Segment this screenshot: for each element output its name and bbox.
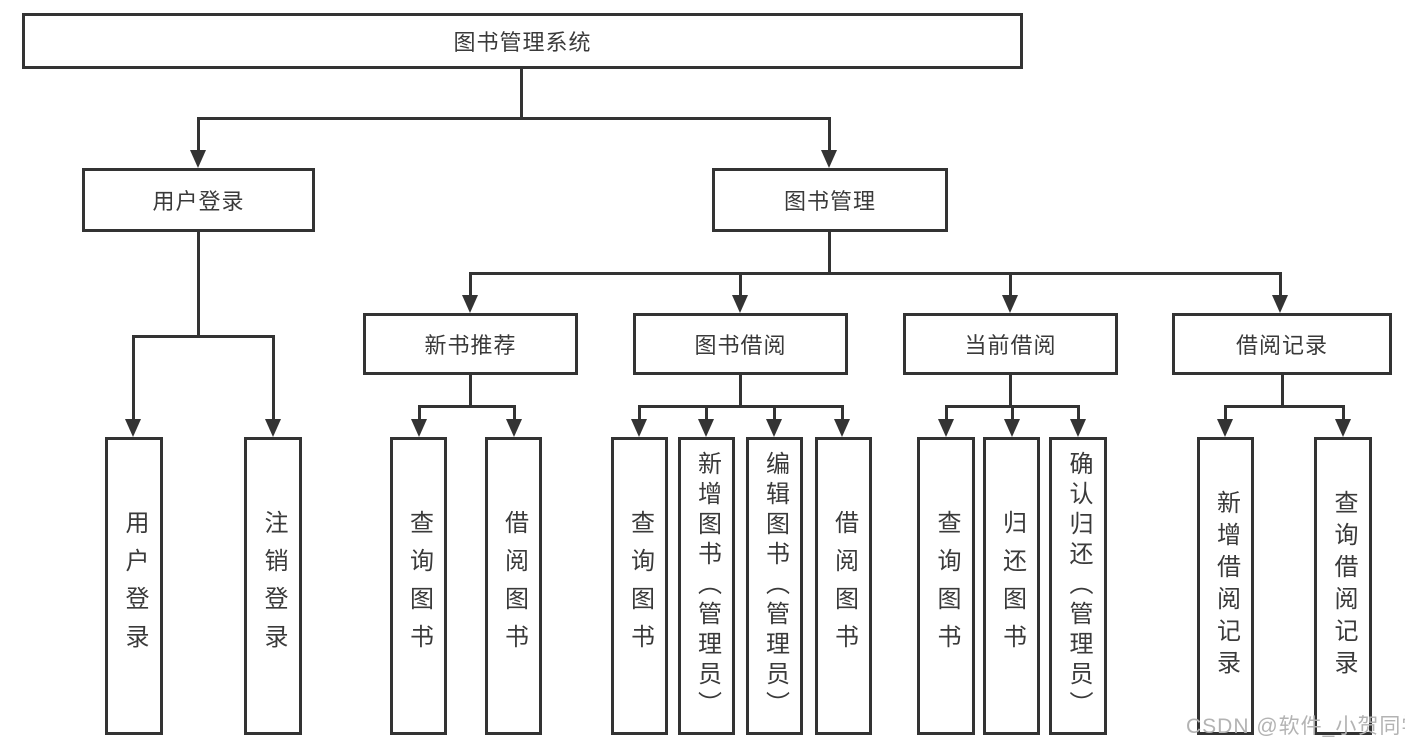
connector-line — [132, 335, 275, 338]
connector-line — [841, 405, 844, 422]
connector-line — [1009, 272, 1012, 298]
arrow-down-icon — [462, 295, 478, 313]
connector-line — [1077, 405, 1080, 422]
connector-line — [1281, 375, 1284, 408]
connector-line — [638, 405, 641, 422]
connector-line — [828, 117, 831, 153]
arrow-down-icon — [265, 419, 281, 437]
arrow-down-icon — [1335, 419, 1351, 437]
connector-line — [520, 69, 523, 120]
connector-line — [197, 117, 831, 120]
connector-line — [418, 405, 516, 408]
leaf-user-login: 用户登录 — [105, 437, 163, 735]
node-borrowing-records: 借阅记录 — [1172, 313, 1392, 375]
connector-line — [469, 375, 472, 408]
connector-line — [739, 272, 742, 298]
leaf-query-books-current: 查询图书 — [917, 437, 975, 735]
arrow-down-icon — [766, 419, 782, 437]
node-book-management: 图书管理 — [712, 168, 948, 232]
arrow-down-icon — [631, 419, 647, 437]
connector-line — [1279, 272, 1282, 298]
node-user-login: 用户登录 — [82, 168, 315, 232]
watermark: CSDN @软件_小贺同学 — [1186, 715, 1405, 738]
connector-line — [1224, 405, 1227, 422]
leaf-edit-book-admin: 编辑图书（管理员） — [746, 437, 803, 735]
leaf-logout: 注销登录 — [244, 437, 302, 735]
leaf-borrow-books-borrowing: 借阅图书 — [815, 437, 872, 735]
arrow-down-icon — [1004, 419, 1020, 437]
arrow-down-icon — [506, 419, 522, 437]
connector-line — [828, 232, 831, 275]
arrow-down-icon — [698, 419, 714, 437]
connector-line — [638, 405, 843, 408]
leaf-query-borrow-record: 查询借阅记录 — [1314, 437, 1372, 735]
arrow-down-icon — [411, 419, 427, 437]
connector-line — [469, 272, 1281, 275]
leaf-query-books-borrowing: 查询图书 — [611, 437, 668, 735]
arrow-down-icon — [834, 419, 850, 437]
leaf-confirm-return-admin: 确认归还（管理员） — [1049, 437, 1107, 735]
node-current-borrowing: 当前借阅 — [903, 313, 1118, 375]
leaf-return-books: 归还图书 — [983, 437, 1040, 735]
arrow-down-icon — [190, 150, 206, 168]
connector-line — [418, 405, 421, 422]
leaf-query-books-recommend: 查询图书 — [390, 437, 447, 735]
arrow-down-icon — [821, 150, 837, 168]
connector-line — [197, 117, 200, 153]
connector-line — [739, 375, 742, 408]
connector-line — [1342, 405, 1345, 422]
node-book-borrowing: 图书借阅 — [633, 313, 848, 375]
arrow-down-icon — [1002, 295, 1018, 313]
arrow-down-icon — [1272, 295, 1288, 313]
arrow-down-icon — [1070, 419, 1086, 437]
arrow-down-icon — [125, 419, 141, 437]
connector-line — [469, 272, 472, 298]
connector-line — [1009, 375, 1012, 408]
connector-line — [513, 405, 516, 422]
arrow-down-icon — [1217, 419, 1233, 437]
connector-line — [773, 405, 776, 422]
node-new-book-recommendation: 新书推荐 — [363, 313, 578, 375]
leaf-add-book-admin: 新增图书（管理员） — [678, 437, 735, 735]
node-library-management-system: 图书管理系统 — [22, 13, 1023, 69]
connector-line — [705, 405, 708, 422]
arrow-down-icon — [938, 419, 954, 437]
connector-line — [1011, 405, 1014, 422]
leaf-add-borrow-record: 新增借阅记录 — [1197, 437, 1254, 735]
arrow-down-icon — [732, 295, 748, 313]
connector-line — [272, 335, 275, 421]
connector-line — [945, 405, 948, 422]
connector-line — [1224, 405, 1344, 408]
connector-line — [132, 335, 135, 421]
connector-line — [197, 232, 200, 338]
leaf-borrow-books-recommend: 借阅图书 — [485, 437, 542, 735]
